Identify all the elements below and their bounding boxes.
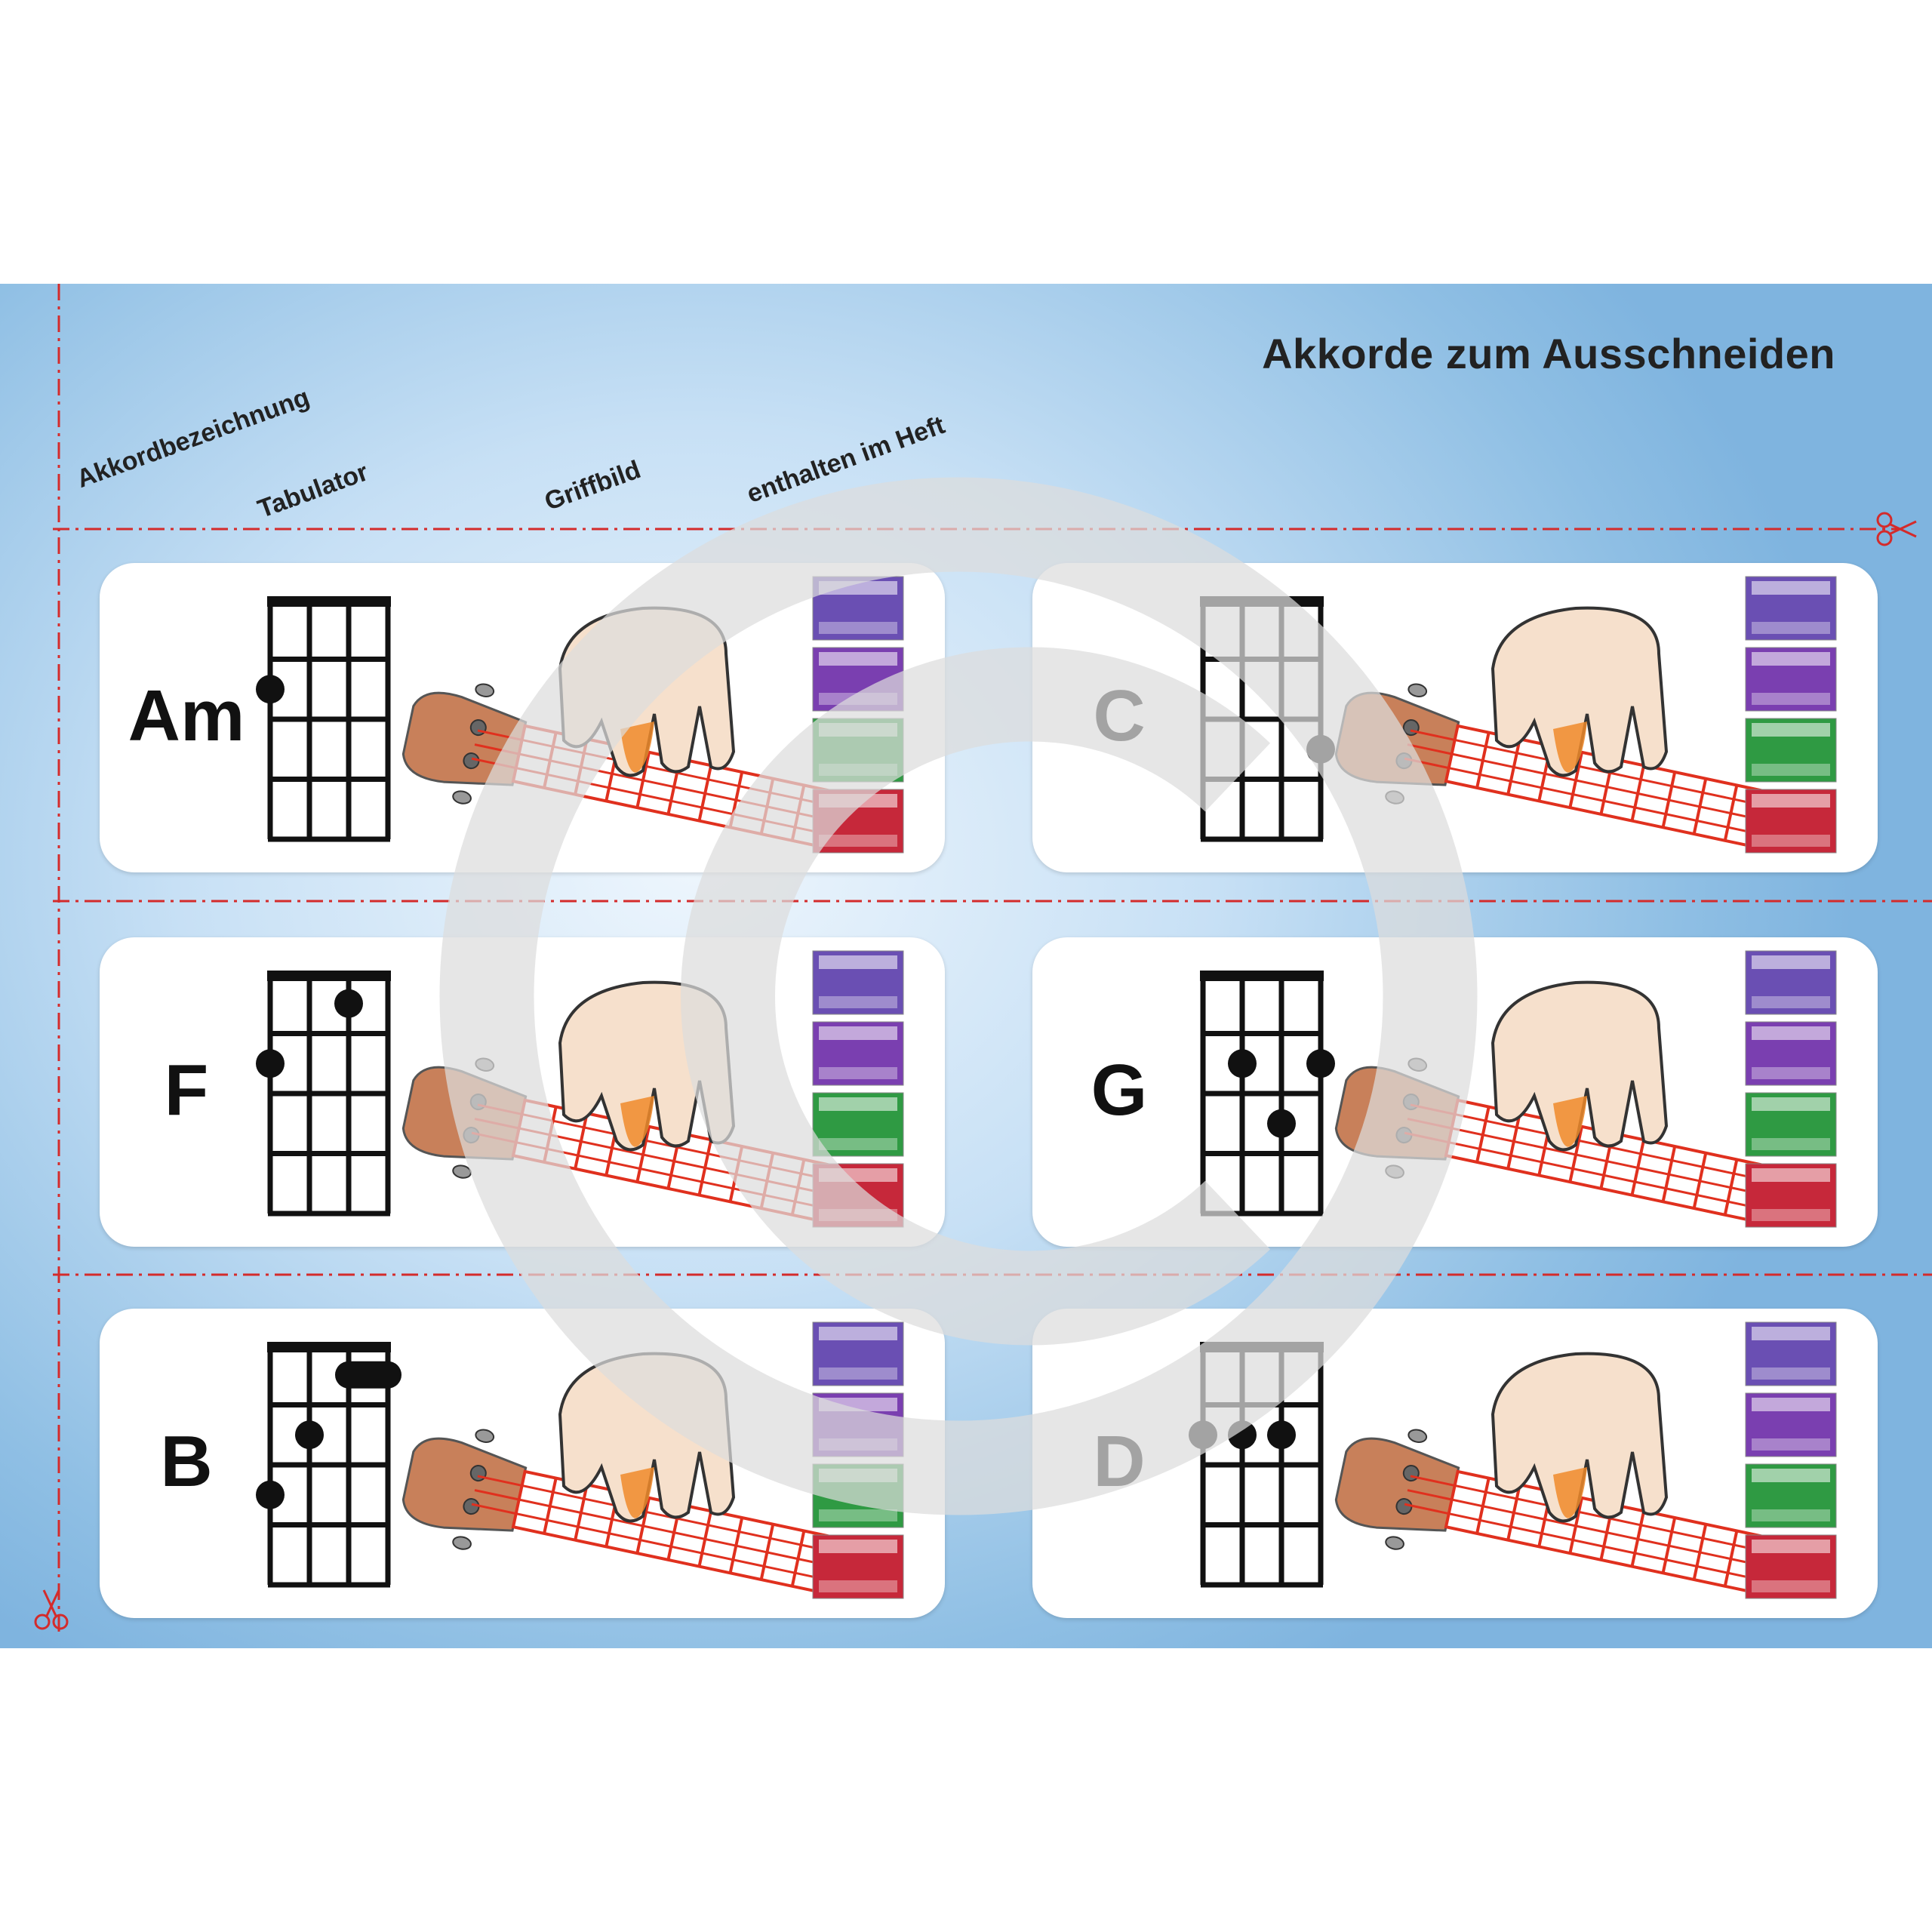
hand-illustration <box>1491 1352 1669 1523</box>
card-graphics <box>256 950 904 1228</box>
book-cover-icon <box>1745 718 1837 783</box>
page-title: Akkorde zum Ausschneiden <box>1262 330 1835 377</box>
book-cover-icon <box>1745 1092 1837 1157</box>
diagram-nut <box>1200 971 1324 981</box>
book-cover-icon <box>812 1092 904 1157</box>
scissors-icon <box>34 1589 69 1630</box>
hand-illustration <box>1491 980 1669 1152</box>
finger-dot <box>1267 1420 1296 1450</box>
finger-dot <box>334 989 363 1018</box>
column-label-chord-name: Akkordbezeichnung <box>72 383 313 494</box>
book-cover-icon <box>1745 647 1837 712</box>
book-cover-icon <box>1745 1021 1837 1086</box>
scissors-icon <box>1876 512 1917 546</box>
hand-illustration <box>1491 606 1669 777</box>
book-cover-icon <box>812 576 904 641</box>
diagram-nut <box>267 596 391 607</box>
chord-card: D <box>1032 1309 1878 1618</box>
card-graphics <box>256 576 904 854</box>
book-cover-icon <box>1745 1534 1837 1599</box>
chord-diagram <box>256 1342 401 1588</box>
card-graphics <box>1200 950 1837 1228</box>
book-cover-icon <box>1745 576 1837 641</box>
book-cover-icon <box>1745 950 1837 1015</box>
chord-card: B <box>100 1309 945 1618</box>
diagram-nut <box>1200 1342 1324 1352</box>
book-cover-icon <box>1745 1163 1837 1228</box>
chord-diagram <box>1189 1342 1324 1588</box>
book-cover-icon <box>812 789 904 854</box>
book-cover-icon <box>1745 1463 1837 1528</box>
chord-card: Am <box>100 563 945 872</box>
finger-dot <box>1306 734 1335 764</box>
finger-dot <box>1267 1109 1296 1138</box>
book-cover-icon <box>812 1392 904 1457</box>
chord-card: C <box>1032 563 1878 872</box>
chord-card: F <box>100 937 945 1247</box>
column-label-books: enthalten im Heft <box>743 411 949 509</box>
chord-diagram <box>1200 971 1335 1217</box>
card-graphics <box>1200 576 1837 854</box>
finger-dot <box>295 1420 324 1450</box>
book-cover-icon <box>812 950 904 1015</box>
book-cover-icon <box>812 647 904 712</box>
book-cover-icon <box>1745 1392 1837 1457</box>
book-cover-icon <box>812 1534 904 1599</box>
chord-diagram <box>256 971 391 1217</box>
chord-card: G <box>1032 937 1878 1247</box>
finger-dot <box>1306 1049 1335 1078</box>
chord-sheet: Akkorde zum Ausschneiden Akkordbezeichnu… <box>0 284 1932 1648</box>
book-cover-icon <box>812 718 904 783</box>
card-graphics <box>256 1321 904 1599</box>
chord-name: F <box>164 1050 209 1131</box>
chord-diagram <box>1200 596 1335 842</box>
finger-dot <box>256 1480 285 1509</box>
finger-dot <box>256 1049 285 1078</box>
column-label-grip: Griffbild <box>540 455 645 517</box>
column-label-tab: Tabulator <box>254 457 372 525</box>
book-cover-icon <box>812 1321 904 1386</box>
diagram-nut <box>267 971 391 981</box>
finger-dot <box>1228 1420 1257 1450</box>
diagram-nut <box>267 1342 391 1352</box>
diagram-nut <box>1200 596 1324 607</box>
book-cover-icon <box>812 1021 904 1086</box>
book-cover-icon <box>812 1163 904 1228</box>
chord-name: B <box>160 1421 213 1502</box>
book-cover-icon <box>1745 789 1837 854</box>
book-cover-icon <box>812 1463 904 1528</box>
finger-dot <box>256 675 285 704</box>
chord-name: Am <box>128 675 245 756</box>
chord-diagram <box>256 596 391 842</box>
card-graphics <box>1189 1321 1837 1599</box>
book-cover-icon <box>1745 1321 1837 1386</box>
finger-dot <box>1189 1420 1217 1450</box>
barre-bar <box>335 1361 401 1389</box>
finger-dot <box>1228 1049 1257 1078</box>
